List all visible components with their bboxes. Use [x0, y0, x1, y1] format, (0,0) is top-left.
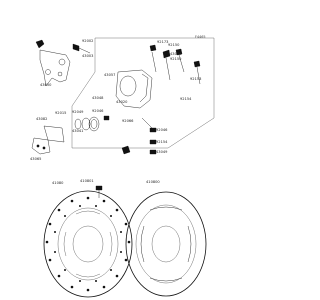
brake-disc-drilled — [43, 190, 133, 298]
label-caliper-small: 92066 — [122, 119, 134, 123]
label-seal-b: 92049 — [72, 110, 84, 114]
label-disc-bolt: 410801 — [80, 179, 94, 183]
label-bracket-top: 92002 — [82, 39, 93, 43]
label-pad-spring: 43082 — [36, 117, 47, 121]
brake-pads — [31, 125, 65, 155]
label-box-mid: 43057 — [104, 73, 115, 77]
label-pads: 43065 — [30, 157, 41, 161]
label-bleeder-a: 92046 — [156, 128, 168, 132]
label-disc-left: 41080 — [52, 181, 64, 185]
label-bolt-top-right: 92153 — [190, 77, 201, 81]
disc-bolt — [95, 185, 103, 198]
label-seal: 92046 — [92, 109, 104, 113]
caliper-bracket — [35, 39, 71, 87]
label-pad-bolt: 43041 — [72, 129, 83, 133]
brake-disc-slotted — [125, 191, 207, 297]
label-caliper: 43020 — [116, 100, 128, 104]
bracket-bolt — [72, 43, 91, 54]
label-pin-top-a: 92173 — [157, 40, 168, 44]
caliper-small-parts — [103, 115, 157, 155]
label-pin-top-c: 43079 — [170, 52, 182, 56]
label-bracket-bottom: 43050 — [40, 83, 52, 87]
label-pin-top-b: 92150 — [168, 43, 180, 47]
parts-diagram: F4465 92002 43003 43050 92173 92150 4307… — [30, 35, 215, 298]
label-bleeder-b: 92154 — [156, 140, 168, 144]
exploded-view-drawing: F4465 92002 43003 43050 92173 92150 4307… — [30, 35, 215, 298]
piston-seals — [74, 116, 100, 132]
assembly-box — [71, 37, 215, 149]
label-pad-spring-b: 92015 — [55, 111, 66, 115]
label-bolt-right: 92154 — [180, 97, 192, 101]
figure-ref-code: F4465 — [195, 35, 206, 39]
label-bleeder-c: 43049 — [156, 150, 168, 154]
label-bracket: 43003 — [82, 54, 93, 58]
slide-pins — [149, 44, 201, 85]
label-piston: 43048 — [92, 96, 104, 100]
label-disc-right: 410800 — [146, 180, 160, 184]
caliper-body — [115, 69, 153, 109]
label-pin-top-d: 92150 — [170, 57, 182, 61]
